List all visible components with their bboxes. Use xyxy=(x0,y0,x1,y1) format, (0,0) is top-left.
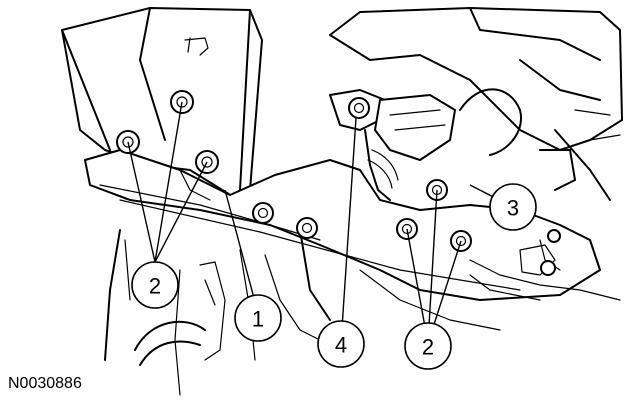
bolt xyxy=(252,202,274,224)
callout-part-1: 1 xyxy=(234,294,282,342)
callout-label: 2 xyxy=(149,274,161,299)
bolt xyxy=(540,260,556,276)
figure-reference-code: N0030886 xyxy=(8,375,82,392)
bolt xyxy=(348,97,370,119)
bolt xyxy=(296,217,318,239)
bolt xyxy=(547,229,561,243)
engine-outline xyxy=(61,7,623,396)
callout-connector: 4 xyxy=(317,320,365,368)
callout-label: 1 xyxy=(252,307,264,332)
callout-label: 3 xyxy=(507,196,519,221)
callout-label: 4 xyxy=(335,333,347,358)
callout-part-3: 3 xyxy=(489,183,537,231)
callout-bolts-right: 2 xyxy=(404,322,452,370)
callout-bolts-left: 2 xyxy=(131,261,179,309)
callout-label: 2 xyxy=(422,335,434,360)
